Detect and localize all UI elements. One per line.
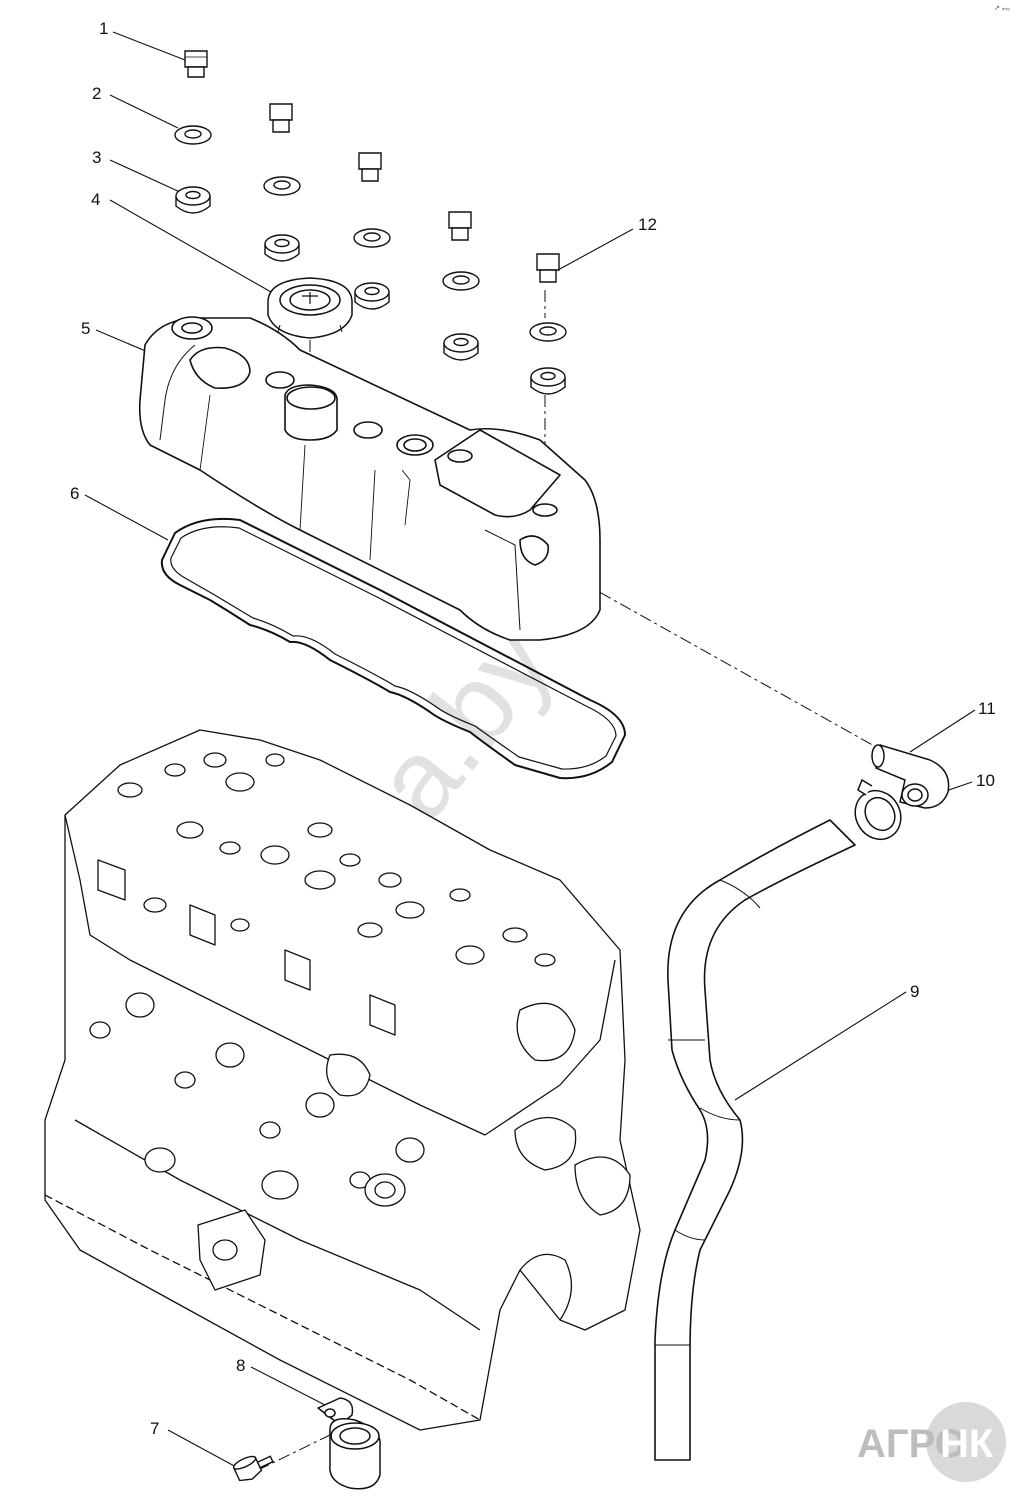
grommet-3-icon <box>175 186 211 214</box>
callout-4: 4 <box>91 190 100 209</box>
grommet-icons <box>175 186 566 395</box>
bolt-icons <box>184 50 560 283</box>
hose-clip-8-icon <box>317 1397 381 1490</box>
logo-text-left: АГРО <box>857 1422 966 1466</box>
bolt-a-icon <box>269 103 293 133</box>
callout-3: 3 <box>92 148 101 167</box>
valve-cover-icon <box>138 316 601 641</box>
callout-6: 6 <box>70 484 79 503</box>
bolt-1-icon <box>184 50 208 78</box>
callout-labels: 1 2 3 4 5 6 7 8 9 10 11 12 <box>70 19 996 1438</box>
callout-10: 10 <box>976 771 995 790</box>
corner-mark: ↗ ᵢₙᵣₒ <box>994 5 1010 12</box>
breather-hose-icon <box>654 819 856 1461</box>
washer-12-icon <box>529 322 567 342</box>
grommet-c-icon <box>443 333 479 361</box>
washer-b-icon <box>353 228 391 248</box>
bolt-12-icon <box>536 253 560 283</box>
leader-lines <box>84 31 976 1469</box>
engine-block-icon <box>44 729 641 1431</box>
callout-7: 7 <box>150 1419 159 1438</box>
washer-icons <box>174 125 567 342</box>
washer-2-icon <box>174 125 212 145</box>
callout-5: 5 <box>81 319 90 338</box>
callout-11: 11 <box>978 699 996 718</box>
logo-text-right: НК <box>940 1422 994 1466</box>
callout-8: 8 <box>236 1356 245 1375</box>
bolt-b-icon <box>358 152 382 182</box>
grommet-12-icon <box>530 367 566 395</box>
bolt-c-icon <box>448 211 472 241</box>
callout-12: 12 <box>638 215 657 234</box>
callout-9: 9 <box>910 982 919 1001</box>
hose-clamp-icon <box>854 778 902 841</box>
washer-c-icon <box>442 271 480 291</box>
oil-filler-cap-icon <box>267 277 353 339</box>
valve-cover-gasket-icon <box>160 517 626 780</box>
flange-bolt-7-icon <box>232 1455 274 1482</box>
grommet-b-icon <box>354 282 390 310</box>
callout-1: 1 <box>99 19 108 38</box>
elbow-fitting-icon <box>871 744 950 809</box>
grommet-a-icon <box>264 234 300 262</box>
washer-a-icon <box>263 176 301 196</box>
callout-2: 2 <box>92 84 101 103</box>
agronika-logo: АГРО НК <box>857 1402 1006 1482</box>
